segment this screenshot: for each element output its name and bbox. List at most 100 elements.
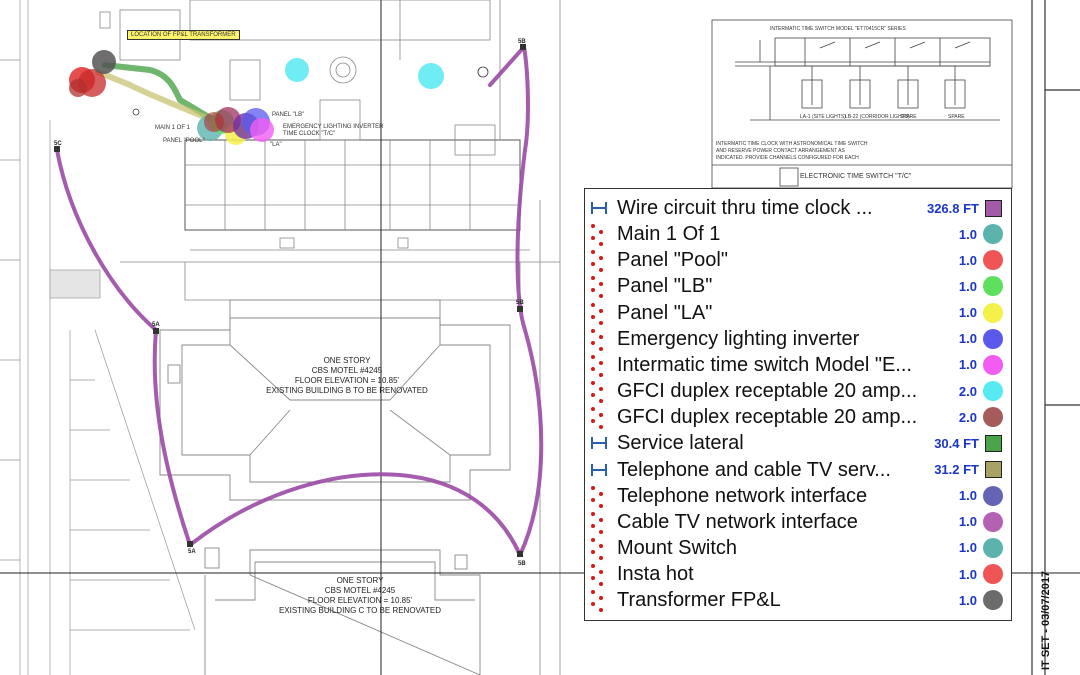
legend-quantity: 1.0 <box>958 331 977 347</box>
pool-panel-label: PANEL "POOL" <box>163 138 205 144</box>
legend-count-row[interactable]: Cable TV network interface 1.0 <box>585 509 1011 535</box>
legend-color-swatch[interactable] <box>983 537 1003 558</box>
legend-label: Panel "LA" <box>617 301 713 324</box>
legend-quantity: 31.2 FT <box>934 462 979 477</box>
lb-panel-label: PANEL "LB" <box>272 112 305 118</box>
svg-text:INTERMATIC TIME CLOCK WITH AST: INTERMATIC TIME CLOCK WITH ASTRONOMICAL … <box>716 141 868 147</box>
legend-color-swatch[interactable] <box>983 250 1003 271</box>
legend-count-row[interactable]: GFCI duplex receptable 20 amp...2.0 <box>585 404 1011 430</box>
legend-color-swatch[interactable] <box>983 407 1003 428</box>
legend-quantity: 1.0 <box>958 488 977 504</box>
legend-wire-row[interactable]: Service lateral 30.4 FT <box>585 430 1011 456</box>
count-dots-icon <box>585 352 617 378</box>
schematic-header-text: INTERMATIC TIME SWITCH MODEL "ET70415CR"… <box>770 26 906 32</box>
legend-quantity: 1.0 <box>958 252 977 268</box>
linear-measure-icon <box>585 430 617 456</box>
legend-color-swatch[interactable] <box>983 224 1003 245</box>
count-dots-icon <box>585 404 617 430</box>
building-b-outline <box>159 299 511 501</box>
legend-quantity: 2.0 <box>958 383 977 399</box>
main-panel-label: MAIN 1 OF 1 <box>155 125 191 131</box>
building-c-label: ONE STORY CBS MOTEL #4245 FLOOR ELEVATIO… <box>278 576 442 615</box>
legend-label: Main 1 Of 1 <box>617 223 721 246</box>
legend-quantity: 1.0 <box>958 566 977 582</box>
legend-color-swatch[interactable] <box>983 511 1003 532</box>
legend-label: Service lateral <box>617 432 744 455</box>
sheet-stamp: IT SET - 03/07/2017 <box>1040 570 1052 670</box>
legend-quantity: 1.0 <box>958 357 977 373</box>
schematic-text: INTERMATIC TIME SWITCH MODEL "ET70415CR"… <box>716 26 965 180</box>
legend-label: Telephone network interface <box>617 484 868 507</box>
legend-color-swatch[interactable] <box>983 302 1003 323</box>
wire-circuit-path[interactable] <box>55 45 544 557</box>
upper-building-outlines <box>99 0 561 675</box>
linear-measure-icon <box>585 195 617 221</box>
legend-label: Panel "LB" <box>617 275 713 298</box>
count-dots-icon <box>585 587 617 613</box>
legend-wire-row[interactable]: Wire circuit thru time clock ...326.8 FT <box>585 195 1011 221</box>
svg-text:5B: 5B <box>518 561 526 567</box>
legend-count-row[interactable]: GFCI duplex receptable 20 amp... 2.0 <box>585 378 1011 404</box>
count-dots-icon <box>585 483 617 509</box>
legend-label: GFCI duplex receptable 20 amp... <box>617 380 918 403</box>
legend-quantity: 30.4 FT <box>934 435 979 451</box>
count-dots-icon <box>585 326 617 352</box>
legend-count-row[interactable]: Panel "LA"1.0 <box>585 300 1011 326</box>
left-property-strip <box>0 0 196 675</box>
svg-text:AND RESERVE POWER CONTACT ARRA: AND RESERVE POWER CONTACT ARRANGEMENT AS <box>716 148 845 154</box>
takeoff-legend-panel[interactable]: Wire circuit thru time clock ...326.8 FT… <box>584 188 1012 621</box>
legend-color-swatch[interactable] <box>985 461 1002 478</box>
legend-color-swatch[interactable] <box>983 381 1003 402</box>
panel-markers[interactable] <box>197 107 274 145</box>
timeclock-label: TIME CLOCK "T/C" <box>283 131 336 137</box>
count-dots-icon <box>585 273 617 299</box>
legend-label: Wire circuit thru time clock ... <box>617 197 873 219</box>
legend-color-swatch[interactable] <box>983 328 1003 349</box>
legend-label: Panel "Pool" <box>617 249 728 272</box>
count-dots-icon <box>585 300 617 326</box>
building-c-outline <box>204 547 481 675</box>
svg-text:SPARE: SPARE <box>900 114 917 120</box>
legend-color-swatch[interactable] <box>983 354 1003 375</box>
legend-count-row[interactable]: Intermatic time switch Model "E...1.0 <box>585 352 1011 378</box>
schematic-title-text: ELECTRONIC TIME SWITCH "T/C" <box>800 173 912 180</box>
transformer-markers[interactable] <box>69 50 116 97</box>
svg-text:5A: 5A <box>188 549 196 555</box>
building-b-label: ONE STORY CBS MOTEL #4245 FLOOR ELEVATIO… <box>266 356 428 395</box>
gfci-markers[interactable] <box>132 58 489 116</box>
legend-count-row[interactable]: Panel "Pool" 1.0 <box>585 247 1011 273</box>
legend-label: Cable TV network interface <box>617 510 858 533</box>
time-switch-schematic <box>711 19 1013 189</box>
svg-text:LA-1 (SITE LIGHTS): LA-1 (SITE LIGHTS) <box>800 114 846 120</box>
legend-color-swatch[interactable] <box>983 590 1003 611</box>
count-dots-icon <box>585 378 617 404</box>
node-markers <box>54 44 526 557</box>
sheet-border <box>1031 0 1080 675</box>
inverter-label: EMERGENCY LIGHTING INVERTER <box>283 124 384 130</box>
svg-text:5A: 5A <box>152 322 160 328</box>
legend-label: GFCI duplex receptable 20 amp... <box>617 406 918 429</box>
legend-count-row[interactable]: Telephone network interface 1.0 <box>585 483 1011 509</box>
count-dots-icon <box>585 509 617 535</box>
legend-quantity: 1.0 <box>958 514 977 530</box>
count-dots-icon <box>585 247 617 273</box>
legend-label: Transformer FP&L <box>617 589 781 612</box>
legend-color-swatch[interactable] <box>985 199 1002 217</box>
transformer-location-note: LOCATION OF FP&L TRANSFORMER <box>127 30 240 40</box>
legend-wire-row[interactable]: Telephone and cable TV serv... 31.2 FT <box>585 457 1011 483</box>
legend-color-swatch[interactable] <box>983 564 1003 585</box>
legend-count-row[interactable]: Panel "LB"1.0 <box>585 273 1011 299</box>
linear-measure-icon <box>585 457 617 483</box>
node-labels: 5C 5B 5A 5A 5B 5B <box>54 39 526 567</box>
legend-color-swatch[interactable] <box>983 485 1003 506</box>
legend-label: Telephone and cable TV serv... <box>617 458 891 481</box>
legend-color-swatch[interactable] <box>985 434 1002 452</box>
legend-color-swatch[interactable] <box>983 276 1003 297</box>
legend-quantity: 1.0 <box>958 540 977 556</box>
